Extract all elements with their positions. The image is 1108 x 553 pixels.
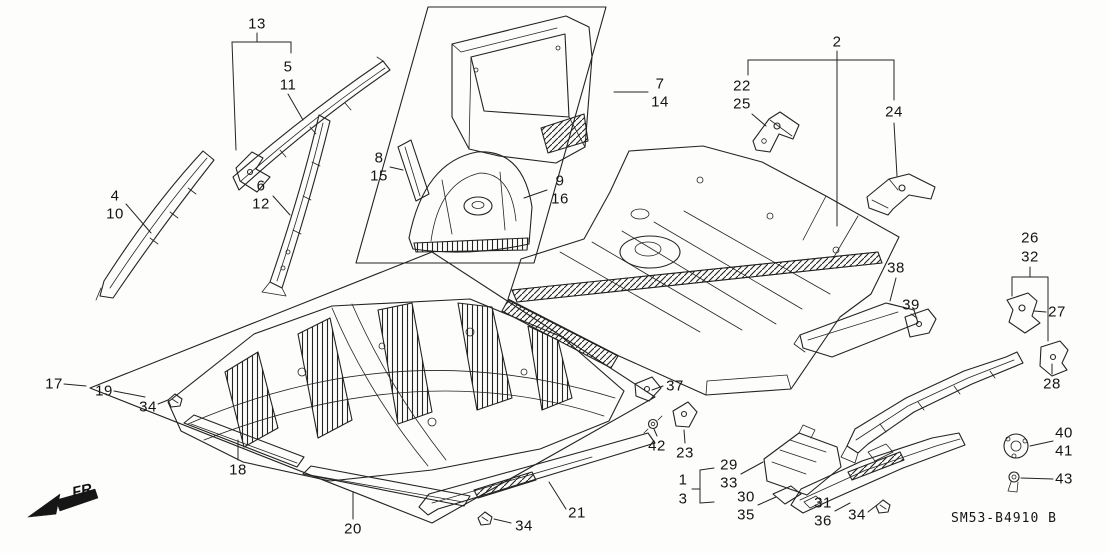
part-callout-21[interactable]: 21 <box>568 504 586 522</box>
part-callout-7[interactable]: 7 <box>655 75 665 93</box>
clip-34 <box>167 393 183 408</box>
nut-42 <box>643 415 663 434</box>
side-sill-18 <box>183 414 305 468</box>
bracket-27 <box>1006 292 1041 334</box>
part-callout-34[interactable]: 34 <box>515 517 533 535</box>
part-callout-41[interactable]: 41 <box>1055 442 1073 460</box>
part-callout-20[interactable]: 20 <box>344 520 362 538</box>
rear-crossmember <box>793 302 919 358</box>
part-callout-10[interactable]: 10 <box>106 205 124 223</box>
part-callout-13[interactable]: 13 <box>248 15 266 33</box>
part-callout-30[interactable]: 30 <box>737 488 755 506</box>
part-callout-34[interactable]: 34 <box>139 398 157 416</box>
rear-quarter-panel <box>451 15 593 164</box>
rear-side-frame <box>840 351 1024 464</box>
diagram-code: SM53-B4910 B <box>951 511 1057 526</box>
part-callout-6[interactable]: 6 <box>256 177 266 195</box>
crossmember-bracket-39 <box>904 308 937 338</box>
part-callout-5[interactable]: 5 <box>283 58 293 76</box>
front-floor-panel <box>167 298 625 482</box>
part-callout-3[interactable]: 3 <box>678 490 688 508</box>
part-callout-23[interactable]: 23 <box>676 444 694 462</box>
fr-direction-arrow <box>27 488 99 518</box>
part-callout-18[interactable]: 18 <box>229 461 247 479</box>
part-callout-22[interactable]: 22 <box>733 77 751 95</box>
part-callout-17[interactable]: 17 <box>45 375 63 393</box>
part-callout-4[interactable]: 4 <box>110 187 120 205</box>
part-callout-32[interactable]: 32 <box>1021 248 1039 266</box>
seat-crossmember-bracket <box>763 424 842 509</box>
part-callout-39[interactable]: 39 <box>902 296 920 314</box>
leader-lines <box>63 32 1054 524</box>
part-callout-36[interactable]: 36 <box>814 512 832 530</box>
part-callout-9[interactable]: 9 <box>555 172 565 190</box>
clip-34 <box>477 511 493 526</box>
part-callout-29[interactable]: 29 <box>720 456 738 474</box>
bracket-28 <box>1039 340 1069 377</box>
front-pillar-panel <box>95 150 215 301</box>
quarter-panel-box <box>355 6 607 264</box>
part-callout-28[interactable]: 28 <box>1043 375 1061 393</box>
part-callout-42[interactable]: 42 <box>648 437 666 455</box>
side-sill-20 <box>302 465 471 507</box>
part-callout-33[interactable]: 33 <box>720 474 738 492</box>
part-callout-24[interactable]: 24 <box>885 103 903 121</box>
bolt-43 <box>1007 471 1020 493</box>
part-callout-34[interactable]: 34 <box>848 506 866 524</box>
center-pillar-stiffener <box>261 114 331 297</box>
part-callout-1[interactable]: 1 <box>678 471 688 489</box>
windshield-pillar-stiffener <box>232 56 391 191</box>
pillar-bracket <box>235 151 271 193</box>
part-callout-19[interactable]: 19 <box>95 382 113 400</box>
part-callout-11[interactable]: 11 <box>279 76 297 94</box>
part-callout-12[interactable]: 12 <box>252 195 270 213</box>
side-sill-rail-31-36 <box>790 432 966 514</box>
part-callout-37[interactable]: 37 <box>666 377 684 395</box>
bracket-23 <box>672 401 698 428</box>
clip-34 <box>875 499 891 514</box>
bracket-37 <box>634 376 662 402</box>
wheelhouse-stiffener <box>397 139 430 202</box>
part-callout-35[interactable]: 35 <box>737 506 755 524</box>
part-callout-14[interactable]: 14 <box>651 93 669 111</box>
part-callout-40[interactable]: 40 <box>1055 424 1073 442</box>
mount-plate-40-41 <box>1003 433 1029 459</box>
side-sill-rail-21 <box>418 432 656 516</box>
bracket-24 <box>866 173 936 216</box>
part-callout-27[interactable]: 27 <box>1048 303 1066 321</box>
part-callout-43[interactable]: 43 <box>1055 470 1073 488</box>
part-callout-2[interactable]: 2 <box>832 33 842 51</box>
rear-wheelhouse <box>408 151 533 253</box>
part-callout-31[interactable]: 31 <box>814 494 832 512</box>
part-callout-16[interactable]: 16 <box>551 190 569 208</box>
part-callout-26[interactable]: 26 <box>1021 229 1039 247</box>
bracket-22-25 <box>752 111 800 153</box>
part-callout-38[interactable]: 38 <box>887 259 905 277</box>
part-callout-15[interactable]: 15 <box>370 167 388 185</box>
part-callout-8[interactable]: 8 <box>374 149 384 167</box>
part-callout-25[interactable]: 25 <box>733 95 751 113</box>
